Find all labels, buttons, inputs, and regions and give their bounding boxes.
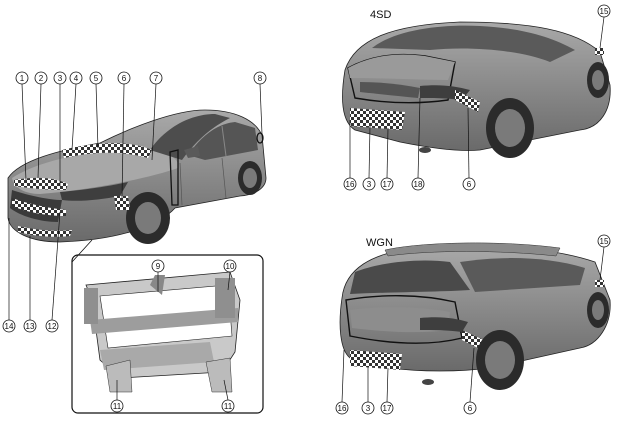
- rear-wagon-illustration: [339, 242, 611, 390]
- callout-7-front: 7: [154, 74, 159, 83]
- callout-5-front: 5: [94, 74, 99, 83]
- callout-17-sedan: 17: [383, 180, 392, 189]
- callout-numbers: 1 2 3 4 5 6 7 8 14 13 12 9 10 11 11 15 1…: [5, 7, 609, 413]
- callout-11-inset-right: 11: [224, 402, 233, 411]
- callout-10-inset: 10: [226, 262, 235, 271]
- callout-6-front: 6: [122, 74, 127, 83]
- callout-4-front: 4: [74, 74, 79, 83]
- variant-label-sedan: 4SD: [370, 9, 391, 21]
- callout-12-front: 12: [48, 322, 57, 331]
- callout-3-front: 3: [58, 74, 63, 83]
- callouts: [2, 4, 611, 415]
- callout-16-sedan: 16: [346, 180, 355, 189]
- callout-8-front: 8: [258, 74, 263, 83]
- callout-3-wagon: 3: [366, 404, 371, 413]
- callout-16-wagon: 16: [338, 404, 347, 413]
- callout-2-front: 2: [39, 74, 44, 83]
- callout-11-inset-left: 11: [113, 402, 122, 411]
- callout-17-wagon: 17: [383, 404, 392, 413]
- callout-15-wagon: 15: [600, 237, 609, 246]
- front-sedan-illustration: [7, 109, 267, 244]
- callout-6-wagon: 6: [468, 404, 473, 413]
- callout-9-inset: 9: [156, 262, 161, 271]
- variant-label-wagon: WGN: [366, 237, 393, 249]
- callout-15-sedan: 15: [600, 7, 609, 16]
- radiator-support-inset: [71, 239, 264, 414]
- callout-13-front: 13: [26, 322, 35, 331]
- callout-14-front: 14: [5, 322, 14, 331]
- leader-lines: [8, 16, 605, 403]
- rear-sedan-illustration: [342, 21, 611, 158]
- callout-18-sedan: 18: [414, 180, 423, 189]
- callout-6-sedan: 6: [467, 180, 472, 189]
- callout-1-front: 1: [20, 74, 25, 83]
- callout-3-sedan: 3: [367, 180, 372, 189]
